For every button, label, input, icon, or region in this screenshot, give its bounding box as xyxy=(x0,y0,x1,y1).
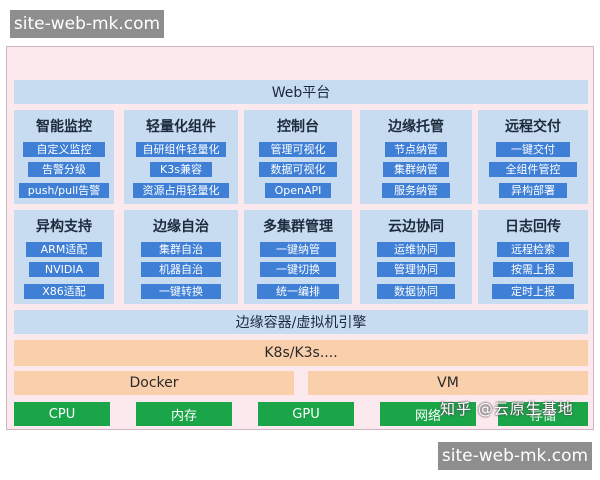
panel-item: K3s兼容 xyxy=(150,162,212,177)
panel: 轻量化组件自研组件轻量化 K3s兼容资源占用轻量化 xyxy=(124,110,238,204)
k8s-bar: K8s/K3s.... xyxy=(14,340,588,366)
panel-item: 远程检索 xyxy=(497,242,569,257)
panel-title: 轻量化组件 xyxy=(146,119,216,135)
panel: 云边协同运维协同管理协同数据协同 xyxy=(360,210,472,304)
panel-item: 节点纳管 xyxy=(385,142,447,157)
panel-item: 服务纳管 xyxy=(382,183,450,198)
resource-4: 存储 xyxy=(498,402,588,426)
panel: 控制台管理可视化数据可视化 OpenAPI xyxy=(244,110,352,204)
panel-item: push/pull告警 xyxy=(19,183,109,198)
panel-item: 管理可视化 xyxy=(259,142,337,157)
panel-item: 一键交付 xyxy=(496,142,570,157)
panel-item: 管理协同 xyxy=(377,262,455,277)
panel-title: 远程交付 xyxy=(505,119,561,135)
resource-1: 内存 xyxy=(136,402,232,426)
panel-title: 多集群管理 xyxy=(263,219,333,235)
panel-title: 日志回传 xyxy=(505,219,561,235)
panel-title: 异构支持 xyxy=(36,219,92,235)
panel-item: 数据协同 xyxy=(377,284,455,299)
panel: 多集群管理一键纳管一键切换统一编排 xyxy=(244,210,352,304)
panel-item: OpenAPI xyxy=(265,183,331,198)
panel-item: 运维协同 xyxy=(377,242,455,257)
panel: 远程交付一键交付全组件管控异构部署 xyxy=(478,110,588,204)
panel-item: ARM适配 xyxy=(26,242,102,257)
panel-item: NVIDIA xyxy=(29,262,99,277)
panel-item: 自研组件轻量化 xyxy=(136,142,226,157)
engine-bar: 边缘容器/虚拟机引擎 xyxy=(14,310,588,334)
resource-0: CPU xyxy=(14,402,110,426)
resource-3: 网络 xyxy=(380,402,476,426)
vm-bar: VM xyxy=(308,371,588,395)
panel-item: 集群纳管 xyxy=(383,162,449,177)
watermark-top: site-web-mk.com xyxy=(10,10,164,38)
panel-title: 控制台 xyxy=(277,119,319,135)
panel-title: 云边协同 xyxy=(388,219,444,235)
panel-item: 一键转换 xyxy=(141,284,221,299)
panel-item: 全组件管控 xyxy=(489,162,577,177)
panel-item: 一键纳管 xyxy=(260,242,336,257)
panel-item: 定时上报 xyxy=(492,284,574,299)
panel: 边缘托管节点纳管集群纳管服务纳管 xyxy=(360,110,472,204)
panel-title: 智能监控 xyxy=(36,119,92,135)
panel: 边缘自治集群自治机器自治一键转换 xyxy=(124,210,238,304)
panel-item: 集群自治 xyxy=(141,242,221,257)
panel-title: 边缘自治 xyxy=(153,219,209,235)
panel-item: 告警分级 xyxy=(28,162,100,177)
panel-item: 数据可视化 xyxy=(259,162,337,177)
docker-bar: Docker xyxy=(14,371,294,395)
panel: 智能监控自定义监控告警分级 push/pull告警 xyxy=(14,110,114,204)
panel-item: 统一编排 xyxy=(257,284,339,299)
panel: 日志回传远程检索按需上报定时上报 xyxy=(478,210,588,304)
panel-item: 机器自治 xyxy=(141,262,221,277)
panel-item: X86适配 xyxy=(24,284,104,299)
panel-item: 异构部署 xyxy=(499,183,567,198)
watermark-bottom: site-web-mk.com xyxy=(438,442,592,470)
panel-item: 资源占用轻量化 xyxy=(133,183,229,198)
panel: 异构支持 ARM适配 NVIDIA X86适配 xyxy=(14,210,114,304)
zhihu-watermark: 知乎 @云原生基地 xyxy=(440,400,574,418)
panel-title: 边缘托管 xyxy=(388,119,444,135)
resource-2: GPU xyxy=(258,402,354,426)
panel-item: 按需上报 xyxy=(493,262,573,277)
panel-item: 一键切换 xyxy=(260,262,336,277)
panel-item: 自定义监控 xyxy=(23,142,105,157)
web-platform-bar: Web平台 xyxy=(14,80,588,104)
